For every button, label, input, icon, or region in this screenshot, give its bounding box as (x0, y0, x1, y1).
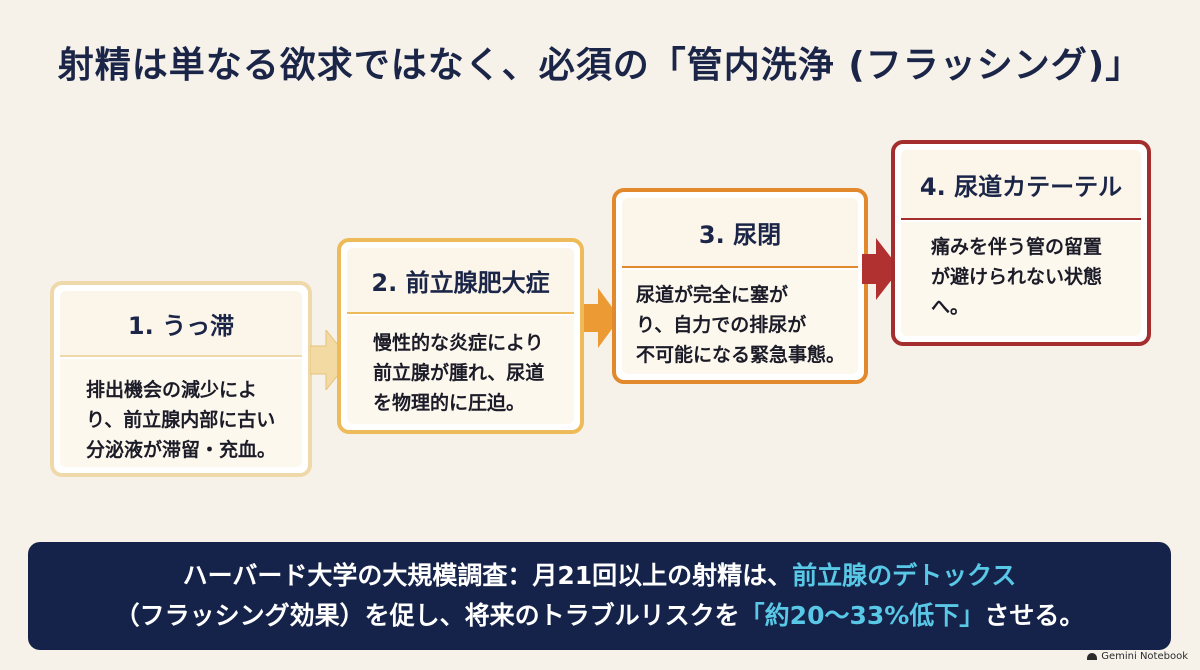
banner-highlight-risk: 「約20〜33%低下」 (739, 601, 985, 630)
logo-text: Gemini Notebook (1101, 651, 1188, 662)
page-title: 射精は単なる欲求ではなく、必須の「管内洗浄 (フラッシング)」 (57, 45, 1143, 86)
step-card-1: 1. うっ滞 排出機会の減少によ り、前立腺内部に古い 分泌液が滞留・充血。 (50, 281, 312, 477)
banner-line-1: ハーバード大学の大規模調査：月21回以上の射精は、前立腺のデトックス (28, 556, 1171, 596)
step-1-heading: 1. うっ滞 (60, 291, 302, 357)
banner-line-2-suffix: させる。 (984, 601, 1085, 630)
step-card-3: 3. 尿閉 尿道が完全に塞が り、自力での排尿が 不可能になる緊急事態。 (612, 188, 868, 384)
banner-line-1-text: ハーバード大学の大規模調査：月21回以上の射精は、 (182, 561, 793, 590)
logo-icon (1087, 653, 1098, 660)
banner-line-2-text: （フラッシング効果）を促し、将来のトラブルリスクを (114, 601, 740, 630)
arrow-right-icon (862, 238, 900, 300)
step-2-heading: 2. 前立腺肥大症 (347, 248, 574, 314)
banner-highlight-detox: 前立腺のデトックス (792, 561, 1017, 590)
step-card-2: 2. 前立腺肥大症 慢性的な炎症により 前立腺が腫れ、尿道 を物理的に圧迫。 (337, 238, 584, 434)
brand-logo: Gemini Notebook (1087, 651, 1188, 662)
arrow-right-icon (584, 288, 620, 348)
step-3-body: 尿道が完全に塞が り、自力での排尿が 不可能になる緊急事態。 (622, 270, 858, 374)
step-1-body: 排出機会の減少によ り、前立腺内部に古い 分泌液が滞留・充血。 (60, 359, 302, 467)
step-3-heading: 3. 尿閉 (622, 198, 858, 268)
summary-banner: ハーバード大学の大規模調査：月21回以上の射精は、前立腺のデトックス （フラッシ… (28, 542, 1171, 650)
banner-line-2: （フラッシング効果）を促し、将来のトラブルリスクを「約20〜33%低下」させる。 (28, 596, 1171, 636)
step-2-body: 慢性的な炎症により 前立腺が腫れ、尿道 を物理的に圧迫。 (347, 316, 574, 424)
step-4-heading: 4. 尿道カテーテル (901, 150, 1141, 220)
step-4-body: 痛みを伴う管の留置 が避けられない状態 へ。 (901, 222, 1141, 336)
step-card-4: 4. 尿道カテーテル 痛みを伴う管の留置 が避けられない状態 へ。 (891, 140, 1151, 346)
